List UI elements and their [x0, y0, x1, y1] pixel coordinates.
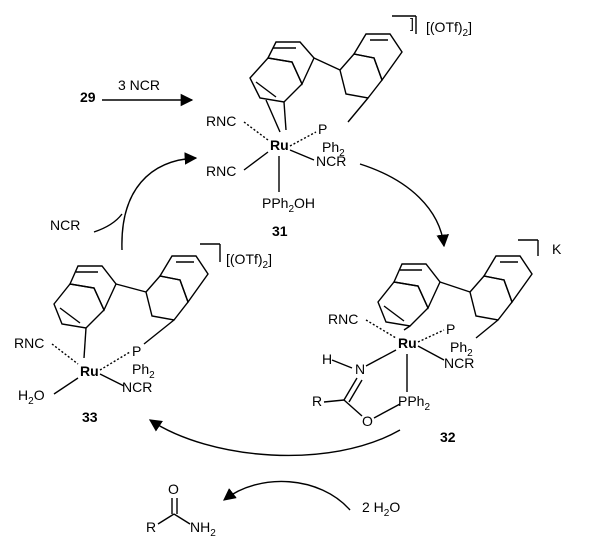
phosphorus-31: P	[318, 121, 327, 137]
metal-ru-31: Ru	[270, 137, 289, 153]
rnc-32: RNC	[328, 311, 358, 327]
naphthalene-ring-32	[377, 263, 441, 331]
amide-o: O	[168, 481, 179, 497]
ph2-33: Ph2	[132, 361, 155, 381]
ph2-31: Ph2	[322, 139, 345, 159]
rnc-33: RNC	[14, 335, 44, 351]
reagent-3ncr: 3 NCR	[118, 77, 160, 93]
rnc-upper-31: RNC	[206, 113, 236, 129]
svg-text:29: 29	[80, 89, 96, 105]
arrow-33-to-31	[121, 152, 198, 251]
ph2-32: Ph2	[450, 339, 473, 359]
phosphorus-32: P	[446, 321, 455, 337]
compound-32: K Ru P Ph2 RNC NCR H N R O PPh2 32	[312, 239, 562, 445]
reagent-ncr: NCR	[50, 217, 80, 233]
pph2-32: PPh2	[398, 393, 430, 413]
naphthyl-ring-32	[439, 255, 533, 339]
naphthalene-ring-33	[53, 265, 117, 359]
o-32: O	[362, 413, 373, 429]
phosphorus-33: P	[132, 343, 141, 359]
naphthyl-ring-31	[313, 33, 403, 123]
counterion-33: [(OTf)2]	[226, 251, 272, 271]
rnc-lower-31: RNC	[206, 163, 236, 179]
pph2oh-31: PPh2OH	[262, 195, 315, 215]
compound-33: [(OTf)2] Ru P Ph2 RNC H2O NCR 33	[14, 243, 272, 425]
n-32: N	[355, 361, 365, 377]
compound-id-32: 32	[440, 429, 456, 445]
start-compound-29: 29	[80, 89, 96, 105]
arrow-31-to-32	[359, 163, 450, 248]
arrow-32-to-33	[148, 419, 401, 457]
ncr-31: NCR	[316, 153, 346, 169]
arrow-product-release	[223, 480, 351, 511]
naphthyl-ring-33	[115, 255, 209, 345]
metal-ru-32: Ru	[398, 335, 417, 351]
counterion-31: ]	[410, 15, 414, 31]
r-32: R	[312, 393, 322, 409]
metal-ru-33: Ru	[80, 363, 99, 379]
h2o-33: H2O	[18, 387, 45, 407]
counterion-32: K	[552, 241, 562, 257]
counterion-label-31: [(OTf)2]	[426, 19, 472, 39]
compound-id-31: 31	[272, 223, 288, 239]
ncr-32: NCR	[444, 355, 474, 371]
ncr-33: NCR	[122, 379, 152, 395]
h-32: H	[322, 351, 332, 367]
compound-31: ] [(OTf)2] Ru P Ph2 RNC RNC NCR PPh2OH 3…	[206, 15, 472, 239]
amide-r: R	[146, 519, 156, 535]
amide-nh2: NH2	[190, 519, 216, 539]
naphthalene-ring-31	[249, 41, 315, 133]
ncr-input-arrow	[93, 213, 123, 233]
compound-id-33: 33	[82, 409, 98, 425]
reagent-2h2o: 2 H2O	[362, 499, 400, 519]
amide-product: R O NH2	[146, 481, 216, 539]
